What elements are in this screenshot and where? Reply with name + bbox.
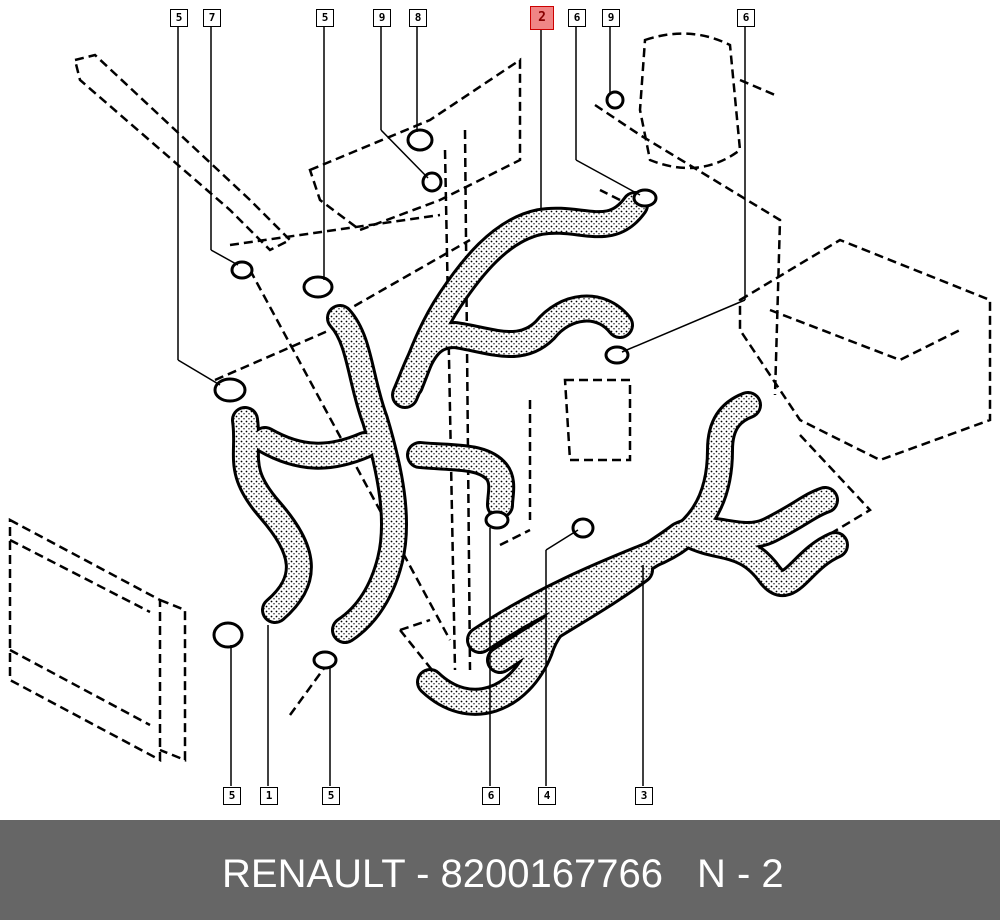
clamp-icon	[604, 345, 630, 365]
callout-label-selected[interactable]: 2	[530, 6, 554, 30]
callout-label[interactable]: 5	[322, 787, 340, 805]
callout-label[interactable]: 9	[602, 9, 620, 27]
leader-lines	[177, 26, 746, 786]
clamp-icon	[406, 128, 434, 152]
hoses	[231, 191, 849, 702]
clamp-icon	[213, 377, 247, 403]
callout-label[interactable]: 5	[223, 787, 241, 805]
leader-dash-4	[399, 434, 872, 681]
clamp-icon	[312, 650, 338, 670]
callout-label[interactable]: 3	[635, 787, 653, 805]
clamp-icon	[571, 517, 595, 539]
clamp-icon	[212, 621, 244, 649]
footer-bar: RENAULT - 8200167766 N - 2	[0, 820, 1000, 920]
callout-label[interactable]: 6	[568, 9, 586, 27]
coolant-hose-diagram	[8, 26, 992, 786]
hose-clamps	[212, 90, 658, 670]
thermostat-housing	[308, 57, 522, 232]
heater-matrix	[563, 378, 632, 462]
expansion-tank	[638, 32, 776, 170]
callout-label[interactable]: 6	[737, 9, 755, 27]
radiator-outline	[8, 517, 162, 763]
callout-label[interactable]: 9	[373, 9, 391, 27]
reference-text: N - 2	[697, 852, 784, 896]
callout-label[interactable]: 4	[538, 787, 556, 805]
callout-label[interactable]: 8	[409, 9, 427, 27]
callout-label[interactable]: 5	[170, 9, 188, 27]
radiator-tank	[159, 598, 187, 762]
clamp-icon	[632, 188, 658, 208]
heater-box	[738, 238, 992, 462]
callout-label[interactable]: 7	[203, 9, 221, 27]
clamp-icon	[230, 260, 254, 280]
leader-dash-5	[443, 129, 532, 671]
part-number-text: RENAULT - 8200167766	[222, 852, 664, 896]
leader-dash-3	[594, 103, 782, 396]
callout-label[interactable]: 5	[316, 9, 334, 27]
callout-label[interactable]: 1	[260, 787, 278, 805]
clamp-icon	[605, 90, 625, 110]
callout-label[interactable]: 6	[482, 787, 500, 805]
upper-pipe	[73, 53, 293, 252]
clamp-icon	[484, 510, 510, 530]
clamp-icon	[302, 275, 334, 299]
